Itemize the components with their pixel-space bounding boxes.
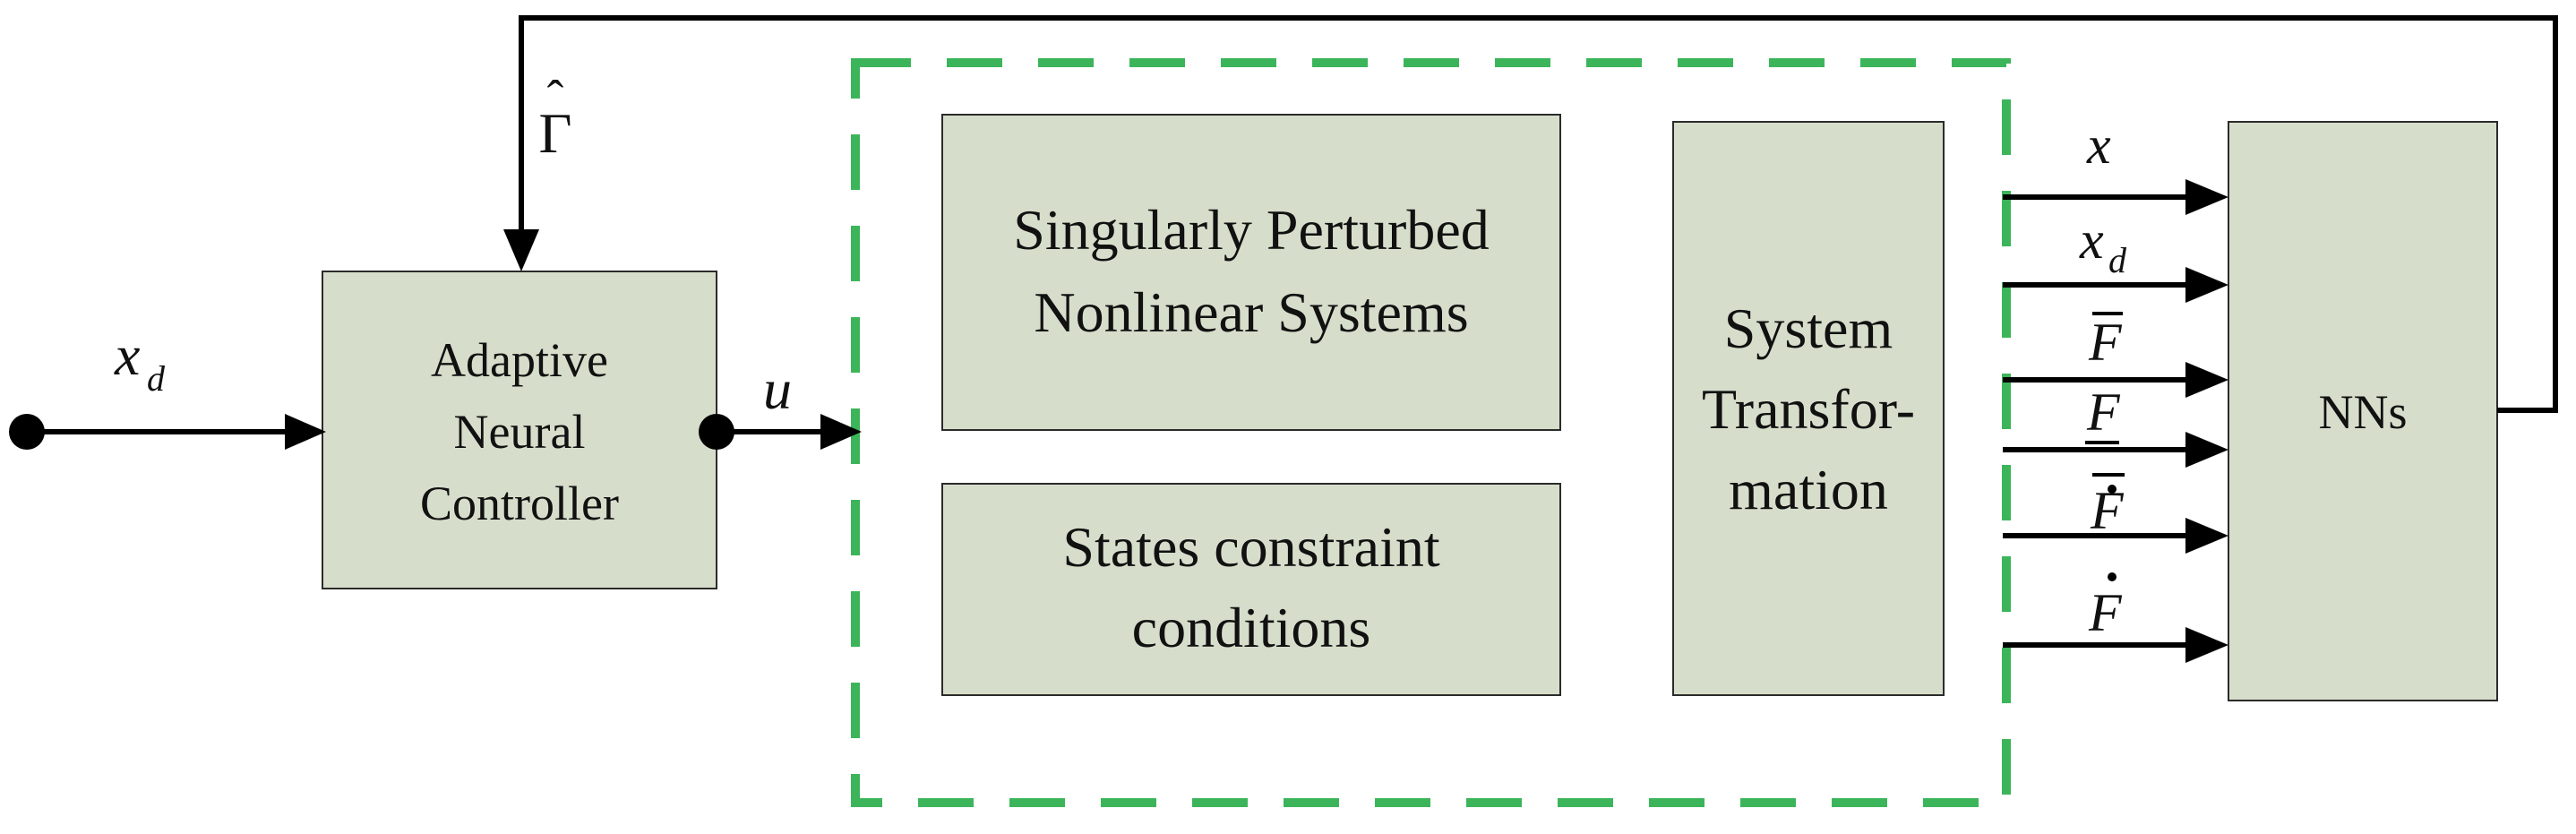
fbar-dot-signal-label: F [2090,481,2125,540]
flow-signal-label: F [2086,383,2121,442]
transform-label-line3: mation [1729,458,1888,521]
states-constraint-block: States constraint conditions [941,483,1561,696]
adaptive-neural-controller-block: Adaptive Neural Controller [322,271,717,589]
fbar-signal-arrowhead [2185,362,2228,398]
f-dot-signal-label: F [2088,583,2123,642]
xd-signal-arrowhead [2185,267,2228,303]
xd-label: x [114,323,140,387]
f-dot-accent [2108,572,2117,581]
xd-label-subscript: d [147,358,166,399]
x-signal-arrowhead [2185,179,2228,215]
xd-input-arrowhead [285,414,326,450]
controller-label-line1: Adaptive [431,333,608,387]
xd-signal-label: x [2079,211,2104,270]
feedback-arrowhead [503,229,539,271]
singularly-perturbed-systems-block: Singularly Perturbed Nonlinear Systems [941,114,1561,431]
xd-signal-subscript: d [2108,240,2127,280]
transform-label-line1: System [1724,297,1893,360]
flow-signal-arrowhead [2185,432,2228,468]
controller-label-line3: Controller [420,477,619,530]
constraint-label-line1: States constraint [1062,515,1439,579]
f-dot-signal-arrowhead [2185,627,2228,663]
fbar-signal-label: F [2088,313,2123,372]
nns-input-signals: x x d F F F F [2003,116,2228,663]
gamma-hat-label: Γ [539,101,572,165]
nns-label: NNs [2318,385,2407,439]
gamma-hat-accent: ˆ [547,71,564,126]
plant-label-line2: Nonlinear Systems [1034,280,1468,344]
plant-label-line1: Singularly Perturbed [1013,198,1489,262]
fbar-dot-accent [2108,485,2117,494]
controller-label-line2: Neural [454,405,586,459]
constraint-label-line2: conditions [1132,596,1371,659]
u-label: u [763,357,792,421]
transform-label-line2: Transfor- [1702,377,1915,441]
system-transformation-block: System Transfor- mation [1672,121,1945,696]
x-signal-label: x [2086,116,2111,175]
nns-block: NNs [2228,121,2498,701]
u-signal-arrowhead [820,414,862,450]
feedback-loop-line [519,15,2558,413]
fbar-dot-signal-arrowhead [2185,518,2228,554]
